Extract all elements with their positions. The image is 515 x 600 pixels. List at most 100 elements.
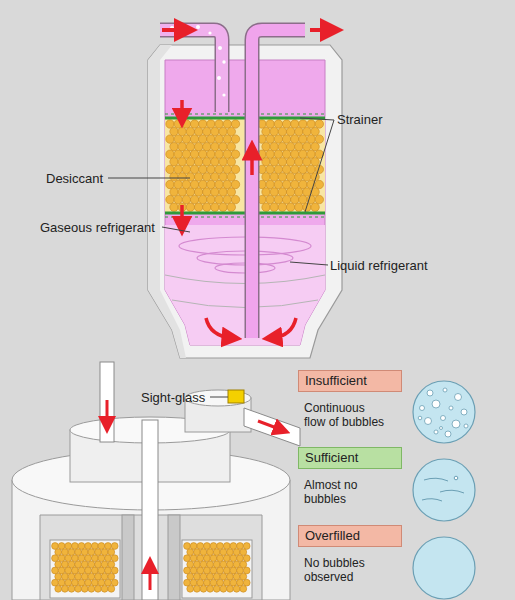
status-box: InsufficientContinuous flow of bubbles: [298, 370, 402, 429]
desiccant-bead: [303, 173, 311, 181]
desiccant-bead: [190, 120, 198, 128]
desiccant-bead: [75, 561, 82, 568]
outlet-tube: [244, 408, 300, 446]
part-label: Liquid refrigerant: [330, 258, 428, 273]
inlet-pipe: [160, 30, 222, 112]
desiccant-bead: [55, 573, 62, 580]
desiccant-bead: [274, 180, 282, 188]
desiccant-bead: [178, 143, 186, 151]
sight-glass-view: [413, 459, 475, 521]
desiccant-bead: [227, 203, 235, 211]
desiccant-bead: [199, 165, 207, 173]
desiccant-bead: [227, 188, 235, 196]
desiccant-bead: [210, 555, 217, 562]
desiccant-bead: [262, 203, 270, 211]
desiccant-bead: [203, 143, 211, 151]
desiccant-bead: [220, 573, 227, 580]
desiccant-bead: [299, 135, 307, 143]
desiccant-bead: [215, 165, 223, 173]
desiccant-chamber: [182, 540, 252, 598]
desiccant-bead: [95, 573, 102, 580]
desiccant-bead: [295, 127, 303, 135]
desiccant-bead: [95, 549, 102, 556]
desiccant-bead: [223, 165, 231, 173]
desiccant-bead: [307, 150, 315, 158]
desiccant-bead: [65, 567, 72, 574]
desiccant-bead: [240, 573, 247, 580]
desiccant-bead: [311, 143, 319, 151]
desiccant-bead: [237, 555, 244, 562]
desiccant-bead: [200, 573, 207, 580]
desiccant-bead: [187, 573, 194, 580]
desiccant-bead: [299, 165, 307, 173]
desiccant-bead: [282, 165, 290, 173]
desiccant-bead: [174, 195, 182, 203]
sight-glass-view: [413, 381, 475, 443]
desiccant-bead: [184, 555, 191, 562]
desiccant-bead: [58, 555, 65, 562]
desiccant-bead: [88, 585, 95, 592]
desiccant-bead: [81, 585, 88, 592]
desiccant-bead: [65, 555, 72, 562]
desiccant-bead: [190, 195, 198, 203]
desiccant-bead: [207, 573, 214, 580]
desiccant-bead: [211, 127, 219, 135]
flow-arrow: [272, 318, 296, 338]
desiccant-bead: [211, 188, 219, 196]
flow-arrow: [180, 205, 184, 226]
desiccant-bead: [223, 180, 231, 188]
desiccant-bead: [78, 567, 85, 574]
desiccant-bead: [68, 585, 75, 592]
desiccant-bead: [182, 180, 190, 188]
desiccant-bead: [178, 173, 186, 181]
desiccant-bead: [91, 555, 98, 562]
desiccant-bead: [58, 567, 65, 574]
desiccant-bead: [213, 573, 220, 580]
desiccant-bead: [262, 173, 270, 181]
desiccant-bead: [231, 120, 239, 128]
desiccant-bead: [274, 135, 282, 143]
desiccant-bead: [231, 135, 239, 143]
desiccant-bead: [266, 135, 274, 143]
desiccant-bead: [270, 173, 278, 181]
desiccant-bead: [223, 135, 231, 143]
desiccant-bead: [105, 555, 112, 562]
desiccant-bead: [262, 188, 270, 196]
desiccant-bead: [227, 561, 234, 568]
status-description: Continuous flow of bubbles: [304, 401, 388, 429]
desiccant-bead: [105, 579, 112, 586]
desiccant-bead: [194, 158, 202, 166]
desiccant-bead: [186, 188, 194, 196]
desiccant-bead: [237, 567, 244, 574]
desiccant-bead: [210, 579, 217, 586]
desiccant-bead: [291, 180, 299, 188]
desiccant-bead: [266, 180, 274, 188]
desiccant-bead: [190, 555, 197, 562]
desiccant-bead: [190, 180, 198, 188]
desiccant-bead: [227, 143, 235, 151]
desiccant-bead: [55, 561, 62, 568]
gas-bubble: [218, 46, 222, 50]
desiccant-bead: [219, 143, 227, 151]
desiccant-bead: [98, 567, 105, 574]
desiccant-bead: [243, 567, 250, 574]
desiccant-bead: [243, 579, 250, 586]
desiccant-bead: [55, 585, 62, 592]
desiccant-bead: [215, 120, 223, 128]
desiccant-bead: [166, 135, 174, 143]
status-heading: Overfilled: [298, 525, 402, 547]
desiccant-bead: [207, 165, 215, 173]
desiccant-bead: [295, 203, 303, 211]
desiccant-bead: [286, 188, 294, 196]
desiccant-bead: [230, 555, 237, 562]
desiccant-bead: [311, 203, 319, 211]
desiccant-bead: [72, 579, 79, 586]
desiccant-bead: [186, 127, 194, 135]
status-description: Almost no bubbles: [304, 478, 388, 506]
desiccant-bead: [58, 579, 65, 586]
desiccant-bead: [274, 150, 282, 158]
desiccant-bead: [230, 579, 237, 586]
desiccant-bead: [282, 150, 290, 158]
outlet-tube: [252, 30, 305, 338]
desiccant-bead: [81, 549, 88, 556]
